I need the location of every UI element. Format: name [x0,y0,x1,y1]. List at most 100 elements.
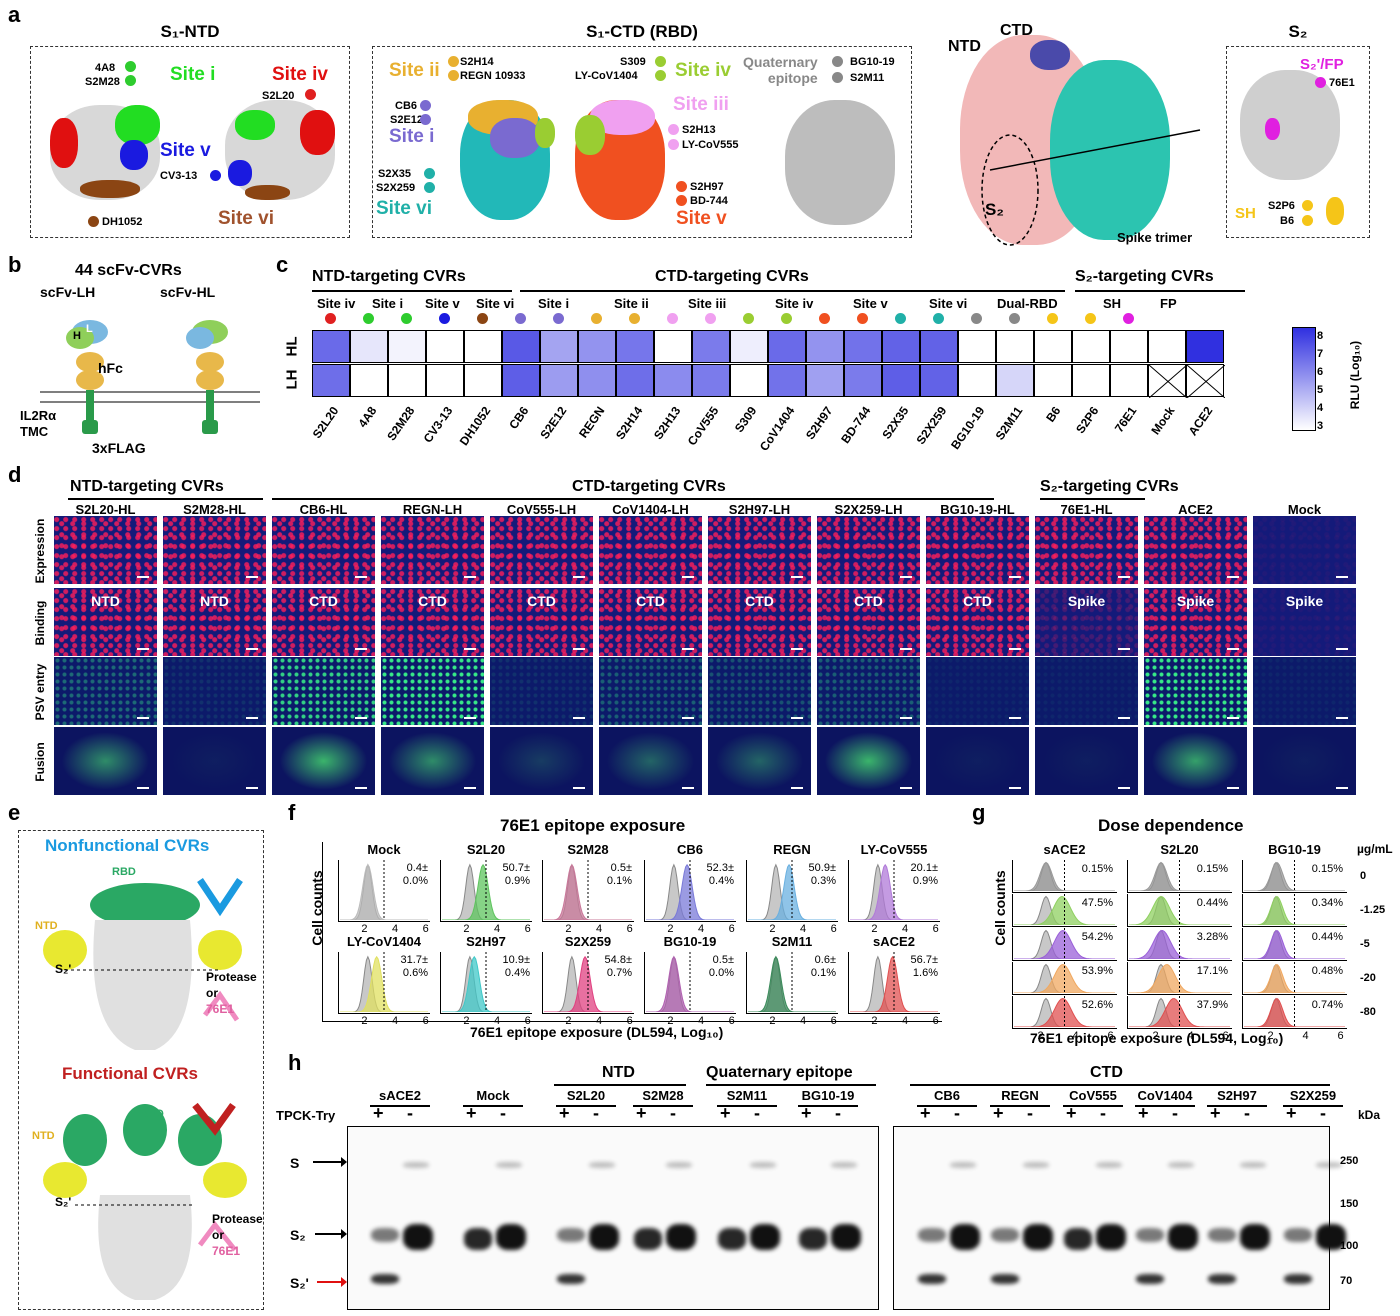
binding-label: NTD [91,593,120,609]
b-hl-label: scFv-HL [160,284,216,300]
f-tick: 6 [932,923,939,935]
legend-tick: 8 [1317,330,1324,342]
s2-sh-label: SH [1235,205,1256,222]
histogram-curve [1014,962,1115,993]
b-title: 44 scFv-CVRs [75,262,182,279]
c-legend-bar [1292,327,1316,431]
micrograph-tile [708,657,811,725]
histogram-curve [646,860,734,920]
scale-bar [682,648,694,650]
h-lane-line [717,1105,777,1107]
c-site-label: Site iv [317,296,356,311]
g-plot-axes [1127,962,1232,995]
b-l-label: L [86,323,93,335]
f-plot-axes [338,860,430,922]
d-col-label: CoV1404-LH [612,502,689,517]
micrograph-tile [817,657,920,725]
ctd-site-iv: Site iv [675,60,731,81]
f-plot-axes [644,860,736,922]
ctd-site-v: Site v [676,208,727,229]
scale-bar [1336,717,1348,719]
c-site-label: FP [1160,296,1177,311]
c-site-label: Site i [372,296,404,311]
f-yaxis [322,842,323,1022]
ctd-ab-label: S2M11 [850,72,885,84]
heatmap-cell [502,364,540,397]
micrograph-tile [1253,657,1356,725]
e-or-label: or [212,1228,224,1242]
histogram-curve [1014,928,1115,959]
legend-tick: 6 [1317,366,1324,378]
f-tick: 6 [422,923,429,935]
band-s2p [557,1274,585,1284]
binding-label: Spike [1176,593,1215,609]
scale-bar [682,787,694,789]
heatmap-cell [920,330,958,363]
ctd-ab-label: S2X259 [376,182,416,194]
site-dot [781,313,792,324]
d-col-label: CB6-HL [299,502,348,517]
ctd-site-i: Site i [389,126,435,147]
e-nonfunc-diagram [43,878,243,1050]
micrograph-tile [54,727,157,795]
f-pct: 0.4± 0.0% [402,862,428,887]
micrograph-tile [1144,727,1247,795]
h-plus: + [1210,1103,1221,1123]
h-plus: + [636,1103,647,1123]
f-plot-title: Mock [367,842,401,857]
d-group-ctd: CTD-targeting CVRs [572,478,726,495]
d-row-label: Fusion [33,742,47,782]
h-lane-line [633,1105,693,1107]
blot-right [893,1126,1330,1310]
micrograph-tile [490,516,593,584]
h-lane-group: S2L20 [566,1088,606,1103]
b-flag-label: 3xFLAG [92,440,146,456]
site-dot [553,313,564,324]
ntd-ab-label: S2L20 [262,90,295,102]
site-dot [477,313,488,324]
panel-label-e: e [8,800,21,825]
g-plot-axes [1012,894,1117,927]
f-pct: 54.8± 0.7% [604,954,632,979]
h-arrows [313,1157,347,1287]
quaternary-label: Quaternary epitope [743,54,818,86]
h-kda-label: kDa [1358,1108,1381,1122]
d-row-label: Binding [33,600,47,646]
scale-bar [355,576,367,578]
band-s2-plus [799,1228,827,1250]
g-title: Dose dependence [1098,816,1244,835]
d-col-label: REGN-LH [402,502,463,517]
band-s2-minus [1168,1224,1198,1250]
scale-bar [1336,648,1348,650]
site-dot [667,313,678,324]
f-xaxis [322,1021,942,1022]
h-lane-group: Mock [476,1088,510,1103]
binding-label: Spike [1285,593,1324,609]
scale-bar [900,576,912,578]
d-row-label: PSV entry [33,663,47,721]
micrograph-tile [926,657,1029,725]
f-pct: 31.7± 0.6% [400,954,428,979]
b-diagram [40,320,260,434]
heatmap-cell [882,330,920,363]
band-s-minus [831,1162,857,1168]
scale-bar [137,787,149,789]
site-dot [933,313,944,324]
d-col-label: BG10-19-HL [940,502,1015,517]
f-plot-title: S2M11 [771,934,813,949]
c-group-s2: S₂-targeting CVRs [1075,268,1214,285]
binding-label: CTD [963,593,992,609]
g-pct: 3.28% [1196,931,1228,943]
g-plot-axes [1127,860,1232,893]
heatmap-cell [1110,330,1148,363]
micrograph-tile [272,727,375,795]
g-tick: 6 [1107,1030,1114,1042]
micrograph-tile [926,516,1029,584]
ntd-site-v: Site v [160,140,211,161]
e-rbd-label: RBD [112,866,136,878]
d-col-label: S2M28-HL [183,502,246,517]
f-plot-title: CB6 [676,842,703,857]
micrograph-tile [1144,657,1247,725]
panel-label-b: b [8,252,22,277]
h-minus: - [670,1103,676,1123]
